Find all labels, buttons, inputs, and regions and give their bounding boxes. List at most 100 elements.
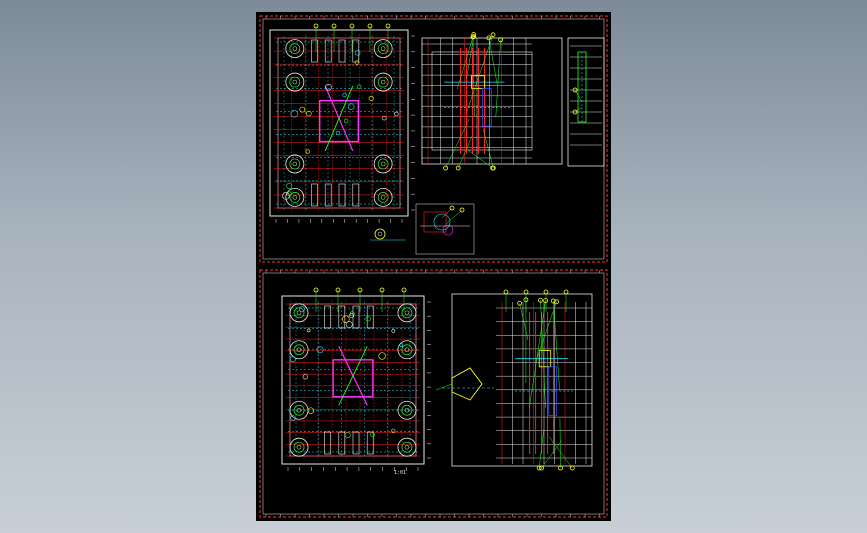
bolt-hole-center [292, 79, 298, 85]
balloon-marker [572, 109, 578, 115]
cavity-outline [318, 99, 360, 143]
pin-hole [290, 415, 296, 421]
balloon-marker [471, 32, 477, 37]
balloon-marker [563, 289, 569, 295]
balloon-marker [490, 32, 496, 38]
balloon-marker [471, 34, 477, 40]
guide-slot [352, 431, 360, 455]
pin-hole [354, 60, 360, 65]
top-side-view[interactable] [567, 37, 605, 167]
leader-line [559, 418, 561, 469]
top-section-view[interactable] [421, 37, 563, 165]
leader-line [445, 118, 470, 169]
bolt-hole-center [296, 407, 302, 413]
guide-slot [324, 305, 331, 329]
part-hole [377, 231, 383, 237]
pin-hole [345, 321, 353, 328]
pin-hole [382, 115, 387, 121]
pin-hole [342, 92, 347, 97]
runner-line [338, 346, 368, 406]
bolt-hole-center [404, 407, 410, 413]
balloon-marker [349, 23, 355, 29]
bolt-hole-inner [377, 43, 389, 54]
bolt-hole [373, 72, 393, 92]
balloon-marker [449, 205, 455, 211]
cad-drawing-canvas[interactable]: 1:01 [256, 12, 611, 521]
runner-line [324, 85, 354, 152]
pin-hole [325, 83, 332, 91]
bolt-hole-inner [377, 158, 389, 170]
nozzle-part [538, 350, 552, 368]
guide-slot [324, 431, 331, 455]
pin-hole [306, 328, 311, 333]
balloon-marker [498, 37, 504, 43]
pin-hole [391, 329, 396, 333]
bolt-hole [397, 303, 417, 323]
balloon-marker [459, 207, 465, 213]
bolt-hole-center [380, 195, 386, 200]
leader-line [553, 300, 560, 390]
pin-hole [342, 315, 350, 324]
bolt-hole [289, 303, 309, 323]
guide-slot [352, 183, 360, 207]
pin-hole [305, 110, 312, 117]
leader-line [574, 106, 583, 113]
balloon-marker [539, 465, 545, 471]
pin-hole [299, 106, 306, 113]
nozzle-outline [451, 367, 483, 401]
leader-line [472, 36, 475, 117]
detail-circle [442, 224, 454, 236]
slide-part [482, 88, 492, 127]
guide-slot [352, 39, 360, 63]
pin-hole [370, 432, 375, 437]
guide-slot [366, 305, 374, 329]
drawing-sheet[interactable]: 1:01 [256, 12, 611, 521]
bolt-hole-inner [401, 404, 413, 416]
balloon-marker [486, 35, 492, 41]
bottom-drawing-frame [259, 269, 608, 518]
bolt-hole-inner [401, 441, 413, 453]
leader-line [540, 300, 546, 408]
guide-slot [324, 39, 332, 63]
leader-line [466, 34, 494, 112]
pin-hole [349, 312, 355, 318]
leader-line [466, 149, 493, 169]
leader-line [466, 36, 474, 79]
balloon-marker [385, 23, 391, 29]
bolt-hole-center [380, 79, 386, 85]
balloon-marker [550, 298, 556, 304]
balloon-marker [554, 299, 559, 305]
slide-part [548, 366, 557, 416]
bolt-hole-inner [293, 404, 305, 416]
top-detail-view[interactable] [415, 203, 475, 255]
leader-line [456, 34, 474, 90]
bolt-hole-inner [289, 43, 301, 54]
bolt-hole-inner [293, 344, 305, 356]
balloon-marker [536, 465, 542, 471]
bolt-hole [285, 154, 305, 174]
bolt-hole [289, 400, 309, 420]
bolt-hole-inner [377, 192, 389, 203]
bolt-hole-inner [289, 76, 301, 88]
leader-line [435, 383, 453, 391]
bottom-section-view[interactable] [451, 293, 593, 467]
nozzle-part [471, 75, 486, 89]
leader-line [541, 440, 563, 469]
bolt-hole [397, 340, 417, 360]
detail-block [423, 211, 447, 233]
bolt-hole-inner [377, 76, 389, 88]
balloon-marker [331, 23, 337, 29]
bolt-hole [285, 187, 305, 207]
pin-hole [316, 346, 324, 354]
pin-hole [365, 316, 371, 322]
bolt-hole-center [404, 347, 410, 353]
bolt-hole-inner [289, 192, 301, 203]
bolt-hole-inner [401, 344, 413, 356]
balloon-marker [517, 300, 523, 306]
detail-circle [433, 213, 451, 231]
balloon-marker [335, 287, 341, 293]
leader-line [488, 37, 498, 84]
balloon-marker [401, 287, 407, 293]
pin-hole [289, 356, 296, 363]
